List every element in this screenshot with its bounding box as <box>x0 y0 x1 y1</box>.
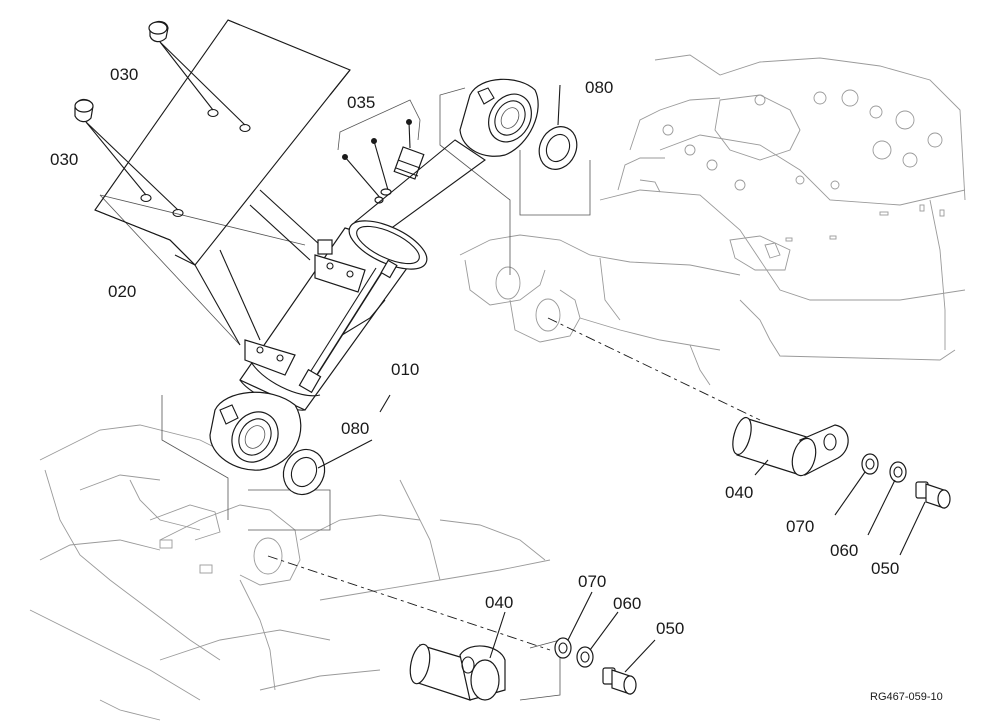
shim-080-bottom <box>282 448 326 496</box>
callout-040-bottom: 040 <box>485 593 513 612</box>
machine-frame <box>459 54 966 386</box>
grease-fitting-kit-035 <box>342 119 425 204</box>
hydraulic-cylinder-010 <box>209 78 539 471</box>
pin-040-right <box>732 416 849 477</box>
callout-040-right: 040 <box>725 483 753 502</box>
callout-020: 020 <box>108 282 136 301</box>
callout-070-bottom: 070 <box>578 572 606 591</box>
washer-060-right <box>889 461 907 483</box>
callout-labels: 030 030 035 080 020 010 080 040 070 060 … <box>50 65 943 703</box>
drawing-reference-code: RG467-059-10 <box>870 691 943 703</box>
washer-070-right <box>861 453 879 475</box>
bolt-030-lower <box>74 98 179 211</box>
callout-030-lower: 030 <box>50 150 78 169</box>
callout-060-bottom: 060 <box>613 594 641 613</box>
pin-040-bottom <box>409 643 506 701</box>
callout-080-bottom: 080 <box>341 419 369 438</box>
bolt-050-bottom <box>602 667 637 695</box>
callout-035: 035 <box>347 93 375 112</box>
callout-030-upper: 030 <box>110 65 138 84</box>
bolt-050-right <box>915 481 951 509</box>
callout-050-bottom: 050 <box>656 619 684 638</box>
washer-060-bottom <box>576 646 594 668</box>
callout-080-top: 080 <box>585 78 613 97</box>
callout-leaders <box>317 84 926 673</box>
callout-070-right: 070 <box>786 517 814 536</box>
callout-060-right: 060 <box>830 541 858 560</box>
shim-080-top <box>538 126 578 170</box>
cover-plate-020 <box>94 19 351 346</box>
callout-010: 010 <box>391 360 419 379</box>
assembly-guide-lines <box>99 87 761 701</box>
callout-050-right: 050 <box>871 559 899 578</box>
bolt-030-upper <box>148 20 246 126</box>
washer-070-bottom <box>554 637 572 659</box>
